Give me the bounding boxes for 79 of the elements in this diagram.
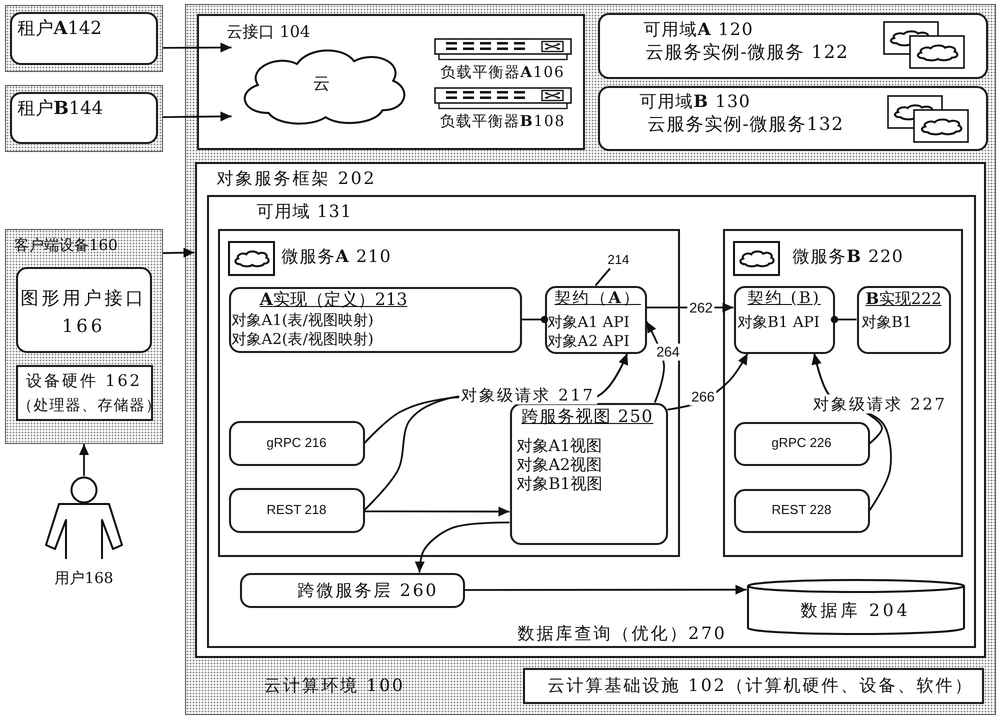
shaded-frame [5, 5, 163, 72]
node-title: B实现222 [866, 288, 942, 308]
node-title: 契约（A） [554, 288, 641, 308]
node-text: 云服务实例-微服务 122 [646, 42, 849, 64]
zone-panel [598, 86, 988, 150]
contract-panel [544, 286, 646, 354]
node-title: 跨服务视图 250 [522, 406, 654, 428]
node-title: 负载平衡器B108 [438, 112, 566, 130]
node-title: 用户168 [54, 569, 114, 588]
infrastructure-panel [522, 668, 984, 704]
edge-label: 264 [654, 344, 682, 360]
leader-line [594, 268, 611, 286]
node-title: 跨微服务层 260 [298, 580, 438, 602]
tenant-panel [10, 12, 158, 64]
arrow [414, 522, 510, 573]
node-text: 对象A2 API [548, 332, 630, 350]
node-title: gRPC 226 [770, 434, 832, 451]
microservice-panel [722, 228, 962, 556]
cloud-interface-panel [196, 14, 584, 150]
node-title: 设备硬件 162 [25, 370, 143, 390]
node-title: 对象服务框架 202 [216, 168, 376, 190]
node-title: 云 [312, 74, 331, 95]
node-title: 微服务B 220 [792, 246, 904, 268]
node-title: 租户A142 [18, 18, 102, 40]
connector-line [830, 316, 856, 324]
node-title: 云计算环境 100 [264, 676, 405, 698]
contract-panel [734, 286, 834, 354]
node-text: （处理器、存储器） [18, 396, 150, 414]
node-text: 对象A1 API [548, 312, 630, 332]
connector-line [522, 316, 548, 324]
node-title: 数据库 204 [800, 600, 912, 622]
shaded-frame [5, 85, 163, 152]
node-title: 云计算基础设施 102（计算机硬件、设备、软件） [546, 676, 974, 697]
node-title: REST 228 [770, 502, 832, 518]
node-title: 契约 (B) [748, 288, 821, 308]
view-panel [510, 402, 668, 544]
endpoint-panel [228, 488, 364, 532]
microservice-panel [218, 228, 680, 556]
arrow [464, 584, 746, 595]
node-title: 客户端设备160 [14, 236, 118, 255]
tenant-panel [10, 92, 158, 144]
arrow [162, 112, 232, 122]
environment-frame [185, 4, 996, 715]
implementation-panel [856, 286, 950, 354]
arrow [163, 42, 232, 53]
node-text: 对象A2视图 [516, 454, 602, 474]
node-title: 微服务A 210 [282, 246, 392, 268]
node-text: 云服务实例-微服务132 [648, 114, 844, 136]
edge-label: 对象级请求 217 [459, 385, 597, 405]
node-text: 对象B1 API [738, 312, 820, 332]
node-title: 租户B144 [18, 98, 104, 120]
node-text: 对象A1(表/视图映射) [232, 310, 374, 330]
client-device-panel [5, 229, 163, 444]
endpoint-panel [228, 420, 364, 466]
node-text: 对象B1 [862, 312, 912, 332]
layer-panel [240, 572, 464, 608]
callout-number: 214 [608, 252, 630, 268]
node-title: 可用域B 130 [640, 92, 751, 113]
zone-panel [598, 12, 988, 78]
arrow [79, 444, 89, 476]
node-title: REST 218 [266, 502, 328, 518]
node-title: 图形用户接口 166 [20, 286, 148, 340]
endpoint-panel [734, 488, 870, 532]
node-title: 负载平衡器A106 [439, 62, 566, 82]
hardware-panel [16, 364, 152, 420]
node-title: gRPC 216 [266, 434, 328, 451]
arrow [364, 506, 510, 516]
node-title: 云接口 104 [226, 22, 310, 42]
edge-label: 266 [689, 388, 717, 406]
endpoint-panel [734, 422, 870, 466]
implementation-panel [228, 286, 522, 352]
arrow [162, 248, 195, 258]
node-title: 可用域 131 [256, 202, 352, 223]
node-text: 对象A2(表/视图映射) [232, 330, 374, 348]
node-text: 对象A1视图 [516, 436, 602, 456]
node-text: 对象B1视图 [516, 474, 602, 494]
node-title: 可用域A 120 [644, 20, 754, 41]
gui-panel [16, 266, 152, 352]
node-title: A实现（定义）213 [258, 290, 408, 311]
